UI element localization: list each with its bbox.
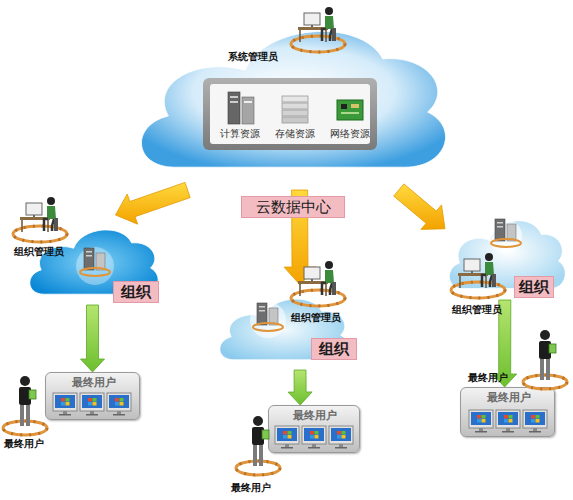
server-halo [488,219,522,253]
server-icon [80,248,110,276]
resource-item: 存储资源 [270,88,320,144]
network-icon [337,100,363,120]
provision-arrow [394,184,445,230]
node-text: 组织管理员 [452,304,502,316]
monitor-icon [53,393,77,416]
storage-icon [282,96,308,123]
network-icon [351,104,359,108]
user-label: 最终用户 [4,438,44,450]
monitor-icon [275,426,299,449]
compute-icon [230,101,238,103]
server-icon [491,219,521,247]
delivery-arrow [493,300,517,387]
network-icon [337,100,363,120]
node-text: 组织 [113,281,159,303]
storage-icon [282,96,308,102]
compute-icon [228,92,254,124]
node-text: 系统管理员 [228,51,278,63]
storage-icon [282,103,308,109]
node-text: 组织 [311,338,357,360]
cloud-shape [141,31,445,167]
network-icon [341,104,347,109]
node-text: 组织 [514,276,554,298]
provision-arrow [284,190,316,285]
resource-item: 计算资源 [215,88,265,144]
node-text: 组织管理员 [291,312,341,324]
monitor-icon [302,426,326,449]
resource-panel [210,84,370,144]
admin-figure [13,197,67,242]
node-text: 最终用户 [461,391,556,404]
compute-icon [228,92,240,124]
node-text: 最终用户 [269,409,361,422]
end-user-box: 最终用户 [45,372,140,420]
data-center-cloud: 系统管理员云数据中心计算资源存储资源网络资源 [130,0,450,190]
server-halo [250,302,286,338]
monitor-icon [523,410,547,433]
node-text: 计算资源 [215,128,265,140]
network-icon [341,112,359,114]
resource-panel [203,78,377,150]
admin-figure [451,253,505,298]
resource-item: 网络资源 [325,88,375,144]
compute-icon [242,97,254,124]
end-user-figure [236,416,280,475]
provision-arrow [116,182,191,224]
server-halo [76,247,114,285]
compute-icon [244,101,252,103]
end-user-box: 最终用户 [460,387,555,437]
node-text: 存储资源 [270,128,320,140]
resource-panel [203,78,377,150]
node-text: 最终用户 [46,376,141,389]
node-text: 云数据中心 [241,196,345,218]
monitor-icon [107,393,131,416]
compute-icon [230,96,238,98]
monitor-icon [80,393,104,416]
user-label: 最终用户 [231,482,271,494]
delivery-arrow [81,305,105,372]
cloud-outline [130,0,450,190]
server-icon [253,303,283,331]
end-user-box: 最终用户 [268,405,360,453]
organization-cloud: 组织管理员组织 [215,285,350,370]
storage-icon [282,110,308,116]
admin-figure [291,261,345,306]
monitor-icon [496,410,520,433]
end-user-figure [523,330,567,389]
admin-figure [291,7,345,52]
organization-cloud: 组织管理员组织 [25,215,160,305]
monitor-icon [329,426,353,449]
end-user-figure [3,376,47,435]
monitor-icon [469,410,493,433]
organization-cloud: 组织管理员组织 [445,205,567,300]
storage-icon [282,117,308,123]
node-text: 组织管理员 [14,246,64,258]
node-text: 网络资源 [325,128,375,140]
user-label: 最终用户 [468,372,508,384]
delivery-arrow [288,370,312,405]
